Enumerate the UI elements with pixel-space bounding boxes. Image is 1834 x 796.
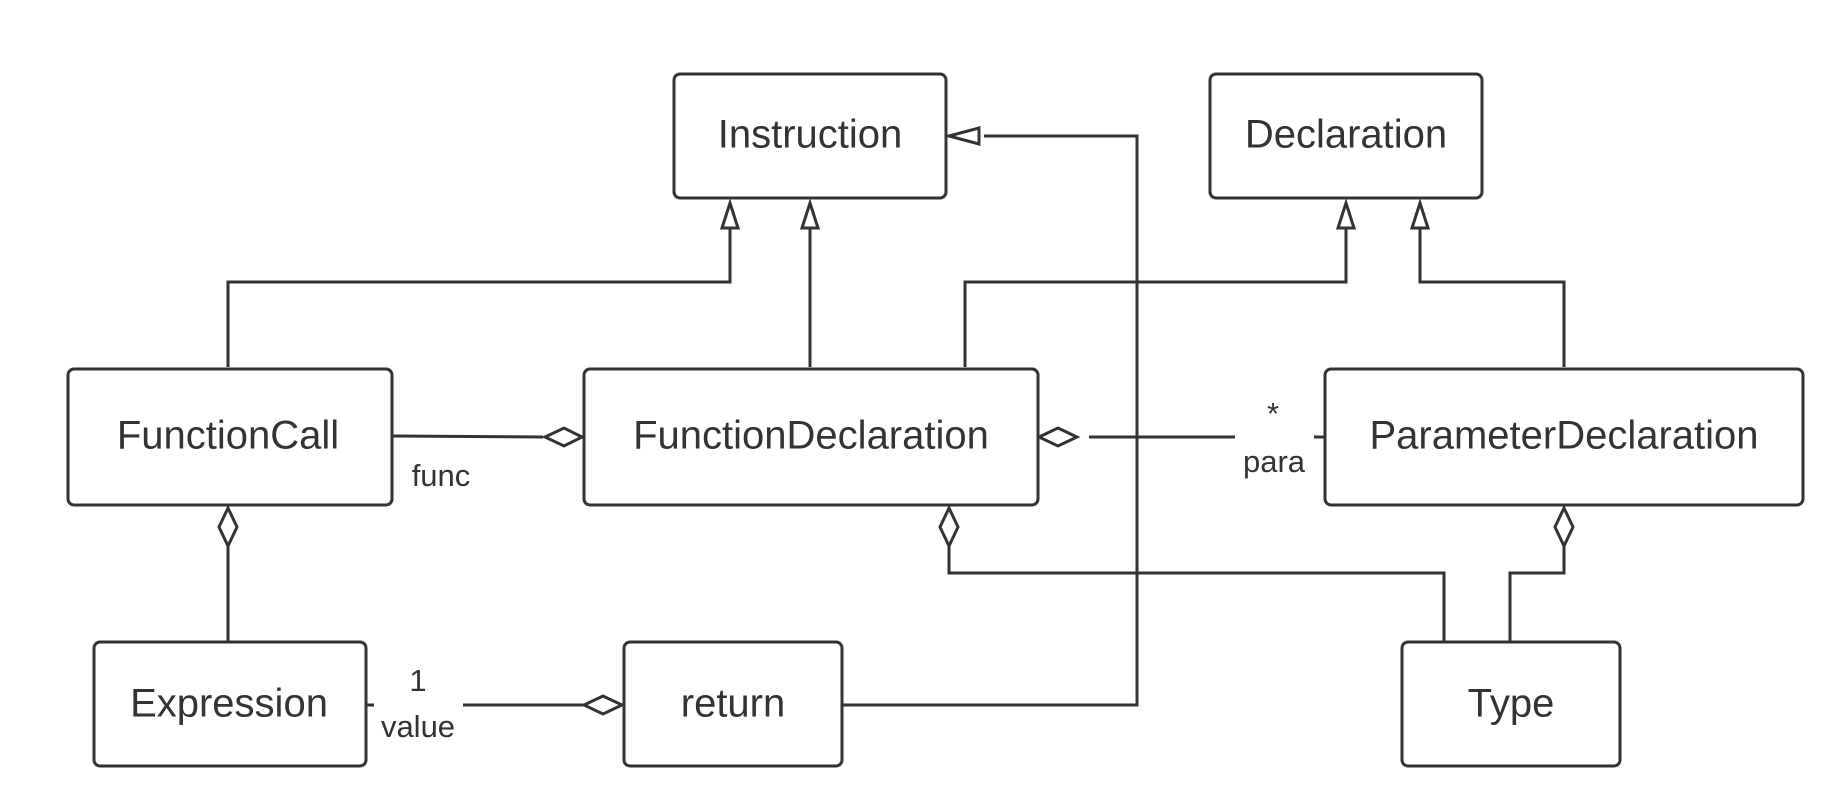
edge-functioncall-instruction	[226, 216, 732, 367]
role-label-para: para	[1243, 444, 1306, 479]
generalization-arrowhead	[1335, 198, 1357, 230]
class-name: Type	[1468, 682, 1555, 726]
class-instruction[interactable]: Instruction	[672, 72, 948, 200]
edge-parameterdeclaration-declaration	[1418, 216, 1566, 367]
generalization-arrowhead	[799, 198, 821, 230]
class-name: Expression	[130, 682, 328, 726]
role-label-value: value	[381, 709, 455, 744]
class-name: return	[681, 682, 786, 726]
edge-functiondeclaration-declaration	[963, 216, 1348, 367]
class-type[interactable]: Type	[1400, 640, 1622, 768]
class-expression[interactable]: Expression	[92, 640, 368, 768]
multiplicity-label-para: *	[1267, 396, 1279, 431]
edge-type-functiondeclaration	[947, 547, 1446, 641]
class-function-call[interactable]: FunctionCall	[66, 367, 394, 507]
generalization-arrowhead	[719, 198, 741, 230]
class-name: FunctionCall	[117, 414, 339, 458]
class-declaration[interactable]: Declaration	[1208, 72, 1484, 200]
class-name: ParameterDeclaration	[1369, 414, 1758, 458]
generalization-arrowhead	[943, 126, 981, 146]
class-name: FunctionDeclaration	[633, 414, 989, 458]
class-parameter-declaration[interactable]: ParameterDeclaration	[1323, 367, 1805, 507]
multiplicity-label-value: 1	[409, 663, 426, 698]
class-return[interactable]: return	[622, 640, 844, 768]
aggregation-diamond	[580, 694, 626, 716]
edge-type-parameterdeclaration	[1508, 547, 1566, 641]
edge-functioncall-functiondeclaration	[392, 434, 544, 439]
aggregation-diamond	[541, 426, 586, 448]
aggregation-diamond	[217, 504, 239, 550]
class-name: Declaration	[1245, 113, 1447, 157]
aggregation-diamond	[1553, 504, 1575, 550]
class-name: Instruction	[718, 113, 903, 157]
aggregation-diamond	[938, 504, 960, 550]
role-label-func: func	[412, 458, 471, 493]
generalization-arrowhead	[1409, 198, 1431, 230]
aggregation-diamond	[1035, 426, 1081, 448]
edge-return-instruction	[843, 134, 1139, 707]
class-function-declaration[interactable]: FunctionDeclaration	[582, 367, 1040, 507]
